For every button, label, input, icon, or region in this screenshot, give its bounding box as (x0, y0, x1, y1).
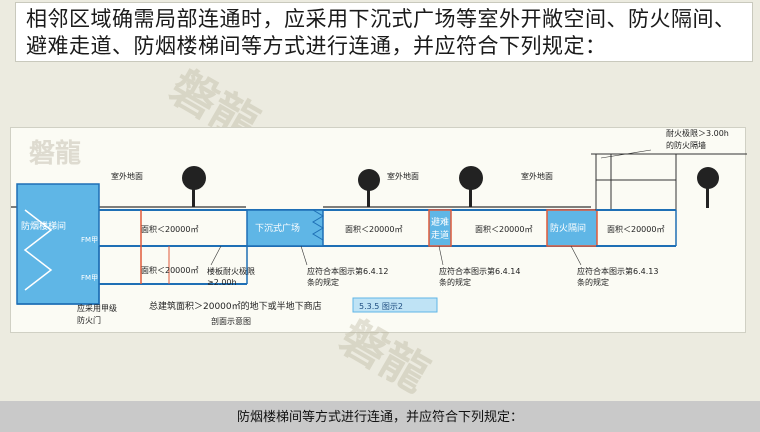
slab-limit-label-2: ≥2.00h (207, 278, 237, 287)
slab-limit-label-1: 楼板耐火极限 (207, 266, 255, 276)
area-label-2: 面积＜20000㎡ (141, 265, 198, 275)
ref2-label-1: 应符合本图示第6.4.14 (439, 266, 520, 276)
fm-label-1: FM甲 (81, 236, 98, 244)
refuge-label-1: 避难 (431, 216, 449, 228)
fire-limit-label-1: 耐火极限＞3.00h (666, 128, 729, 138)
outdoor-label-3: 室外地面 (521, 171, 553, 181)
door-label-1: 应采用甲级 (77, 303, 117, 313)
bottom-caption: 防烟楼梯间等方式进行连通，并应符合下列规定： (236, 410, 523, 425)
ref3-label-2: 条的规定 (577, 277, 609, 287)
title-box: 相邻区域确需局部连通时，应采用下沉式广场等室外开敞空间、防火隔间、避难走道、防烟… (15, 2, 753, 62)
area-label-4: 面积＜20000㎡ (475, 224, 532, 234)
fire-compartment-block (546, 209, 598, 247)
outdoor-label-2: 室外地面 (387, 171, 419, 181)
fire-limit-label-2: 的防火隔墙 (666, 140, 706, 150)
area-label-3: 面积＜20000㎡ (345, 224, 402, 234)
refuge-label-2: 走道 (431, 229, 449, 241)
caption-line-1: 总建筑面积＞20000㎡的地下或半地下商店 (149, 300, 322, 312)
section-diagram: 磐龍 (10, 127, 747, 333)
stair-label: 防烟楼梯间 (21, 220, 66, 232)
ref1-label-2: 条的规定 (307, 277, 339, 287)
refuge-passage-block (428, 209, 452, 247)
bottom-band (0, 401, 760, 432)
fm-label-2: FM甲 (81, 274, 98, 282)
figure-tag: 5.3.5 图示2 (359, 302, 403, 311)
sunken-plaza-label: 下沉式广场 (255, 222, 300, 234)
area-label-5: 面积＜20000㎡ (607, 224, 664, 234)
slide-title: 相邻区域确需局部连通时，应采用下沉式广场等室外开敞空间、防火隔间、避难走道、防烟… (26, 7, 736, 58)
ref1-label-1: 应符合本图示第6.4.12 (307, 266, 388, 276)
ref3-label-1: 应符合本图示第6.4.13 (577, 266, 658, 276)
tree-icon (182, 166, 719, 208)
diagram-svg: 磐龍 (11, 128, 747, 326)
area-label-1: 面积＜20000㎡ (141, 224, 198, 234)
fire-compartment-label: 防火隔间 (550, 222, 586, 234)
sunken-plaza-block (246, 209, 324, 247)
outdoor-label-1: 室外地面 (111, 171, 143, 181)
ref2-label-2: 条的规定 (439, 277, 471, 287)
door-label-2: 防火门 (77, 315, 101, 325)
caption-line-2: 剖面示意图 (211, 316, 251, 326)
figure-watermark: 磐龍 (29, 138, 81, 169)
